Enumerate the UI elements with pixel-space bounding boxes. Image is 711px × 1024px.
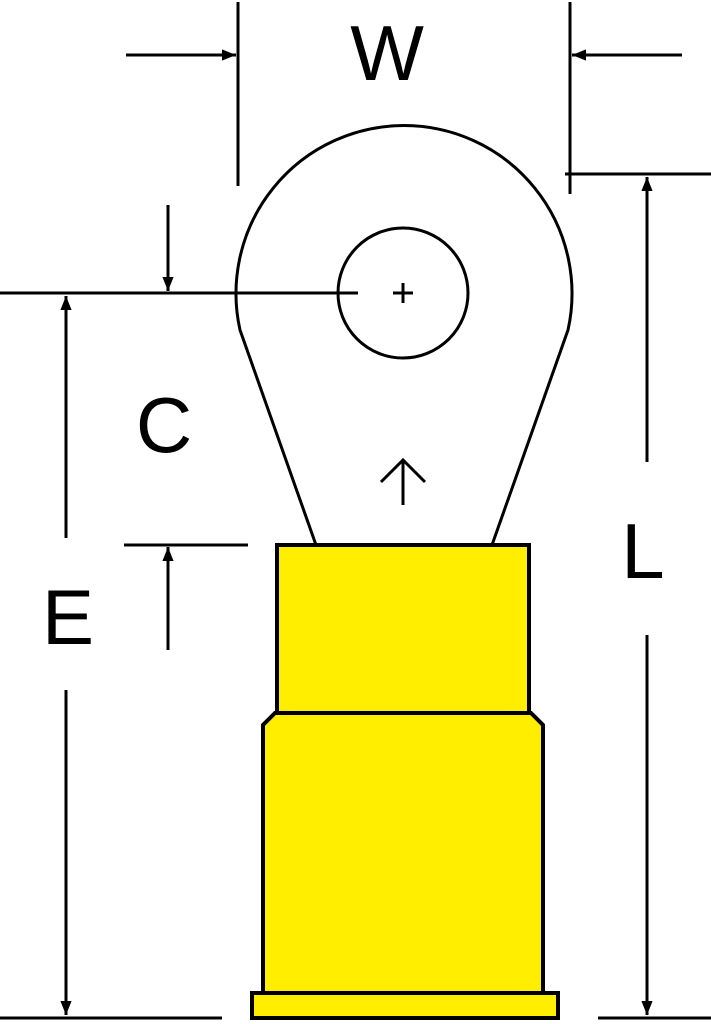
label-c: C bbox=[136, 381, 192, 469]
dimension-l: L bbox=[565, 172, 711, 1020]
center-mark bbox=[393, 283, 413, 303]
label-l: L bbox=[621, 507, 664, 595]
barrel-lower bbox=[261, 711, 545, 995]
ring-tongue-outline bbox=[234, 124, 574, 546]
up-arrow-icon bbox=[379, 457, 427, 505]
label-e: E bbox=[42, 573, 94, 661]
barrel-upper bbox=[275, 543, 531, 715]
dimension-e: E bbox=[0, 296, 222, 1020]
barrel-base bbox=[250, 991, 560, 1020]
insulated-barrel bbox=[250, 543, 560, 1020]
dimension-w: W bbox=[126, 2, 682, 194]
label-w: W bbox=[350, 9, 424, 97]
dimension-c: C bbox=[0, 205, 358, 650]
